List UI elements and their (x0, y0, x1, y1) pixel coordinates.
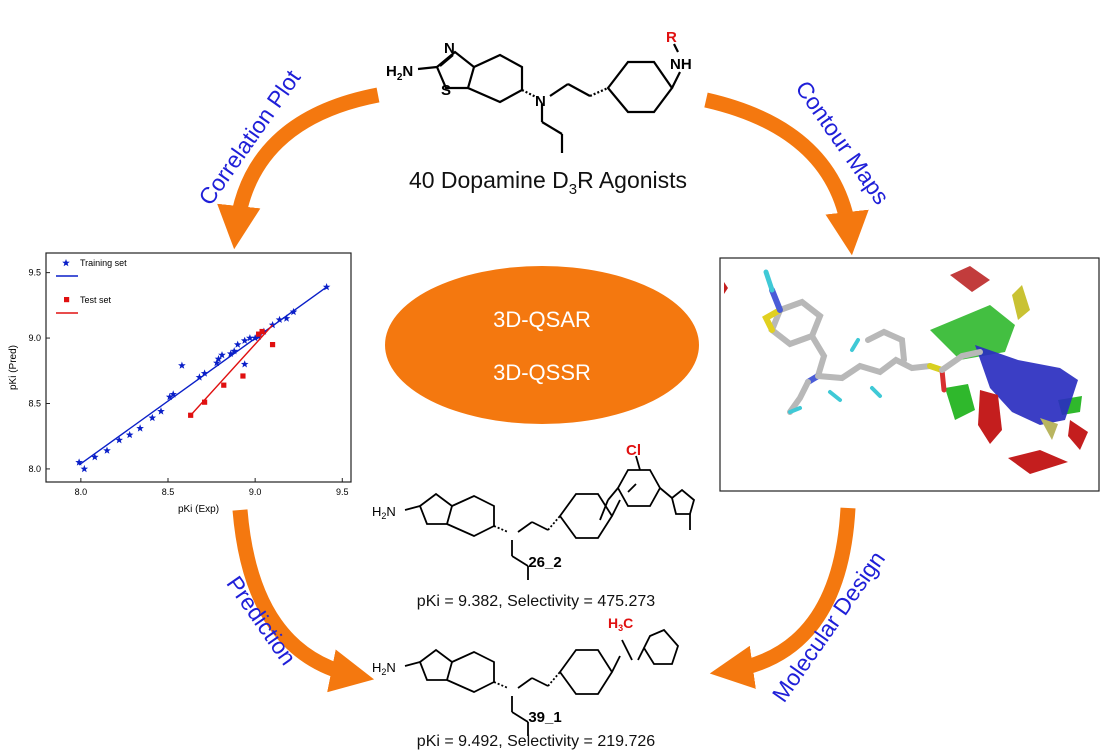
data-point-training (218, 351, 226, 359)
model-ellipse (385, 266, 699, 424)
compound-39-1-summary: pKi = 9.492, Selectivity = 219.726 (417, 733, 655, 750)
contour-red-region (978, 390, 1002, 444)
contour-green-region (930, 305, 1015, 360)
data-point-test (202, 399, 208, 405)
y-axis-label: pKi (Pred) (8, 345, 19, 390)
data-point-training (103, 446, 111, 454)
compound-39-1-h3c: H3C (608, 615, 633, 633)
contour-map-panel (719, 257, 1100, 492)
data-point-training (322, 283, 331, 291)
data-point-test (269, 342, 276, 348)
legend-label-training: Training set (80, 258, 127, 268)
y-tick-label: 8.5 (28, 398, 41, 408)
y-tick-label: 9.5 (28, 268, 41, 278)
data-point-training (165, 392, 174, 401)
parent-thiazole-n: N (444, 40, 455, 57)
correlation-chart: 8.0 8.5 9.0 9.5 8.0 8.5 9.0 9.5 pKi (Exp) pKi (Pr… (8, 258, 349, 515)
data-point-training (75, 458, 83, 466)
data-point-training (125, 430, 134, 439)
data-point-training (169, 390, 177, 398)
data-point-training (195, 373, 204, 381)
data-point-training (200, 369, 209, 377)
data-point-training (214, 355, 223, 363)
y-tick-label: 8.0 (28, 464, 41, 474)
data-point-training (246, 334, 254, 342)
data-point-training (282, 314, 291, 322)
legend-marker-training (62, 259, 70, 267)
parent-h2n: H2N (386, 63, 413, 83)
y-tick-label: 9.0 (28, 333, 41, 343)
parent-thiazole-s: S (441, 82, 451, 99)
data-point-test (240, 373, 246, 379)
arrow-contour (704, 92, 869, 256)
data-point-training (157, 407, 165, 415)
compound-26-2-structure (404, 455, 696, 580)
data-point-test (259, 328, 265, 335)
label-molecular-design: Molecular Design (767, 546, 890, 706)
parent-r-group: R (666, 29, 677, 46)
compound-39-1-id: 39_1 (528, 709, 561, 726)
data-point-training (115, 436, 123, 444)
data-point-training (240, 360, 249, 368)
model-3d-qsar: 3D-QSAR (493, 307, 591, 332)
data-point-training (213, 358, 221, 367)
data-point-training (268, 321, 277, 329)
contour-red-region (1068, 420, 1088, 450)
model-3d-qssr: 3D-QSSR (493, 360, 591, 385)
parent-amine-n: N (535, 93, 546, 110)
data-point-training (91, 453, 99, 461)
compound-series-title: 40 Dopamine D3R Agonists (409, 167, 687, 198)
parent-structure (417, 43, 681, 153)
data-point-training (136, 424, 144, 432)
ligand-stick-model (762, 269, 983, 415)
compound-39-1-structure (404, 628, 680, 736)
data-point-training (275, 315, 284, 323)
data-point-training (240, 336, 249, 344)
data-point-training (251, 334, 259, 342)
arrow-correlation (217, 87, 380, 250)
chart-frame (45, 252, 352, 483)
compound-39-1-h2n: H2N (372, 660, 396, 677)
compound-26-2-summary: pKi = 9.382, Selectivity = 475.273 (417, 593, 655, 610)
arrow-prediction (232, 509, 375, 693)
arrow-molecular-design (709, 507, 856, 689)
data-point-training (178, 361, 186, 369)
x-tick-label: 8.0 (75, 487, 88, 497)
parent-nh: NH (670, 56, 692, 73)
data-point-training (230, 347, 238, 355)
data-point-test (256, 331, 262, 337)
contour-yellow-region (1012, 285, 1030, 320)
data-point-training (226, 349, 235, 357)
x-tick-label: 9.0 (249, 487, 262, 497)
compound-26-2-id: 26_2 (528, 554, 561, 571)
compound-26-2-cl: Cl (626, 442, 641, 459)
x-tick-label: 8.5 (162, 487, 175, 497)
data-point-test (221, 382, 227, 388)
data-point-training (148, 413, 157, 422)
data-point-training (233, 340, 242, 348)
contour-green-region (945, 384, 975, 420)
legend-marker-test (64, 297, 70, 303)
data-point-test (188, 412, 194, 418)
legend-label-test: Test set (80, 295, 112, 305)
contour-blue-region (975, 345, 1078, 425)
contour-yellow-region (1040, 418, 1058, 440)
data-point-training (289, 307, 298, 316)
contour-red-region (950, 266, 990, 292)
x-axis-label: pKi (Exp) (178, 504, 219, 515)
compound-26-2-h2n: H2N (372, 504, 396, 521)
data-point-training (80, 464, 89, 473)
contour-red-region (1008, 450, 1068, 474)
x-tick-label: 9.5 (336, 487, 349, 497)
contour-red-region (724, 282, 728, 294)
